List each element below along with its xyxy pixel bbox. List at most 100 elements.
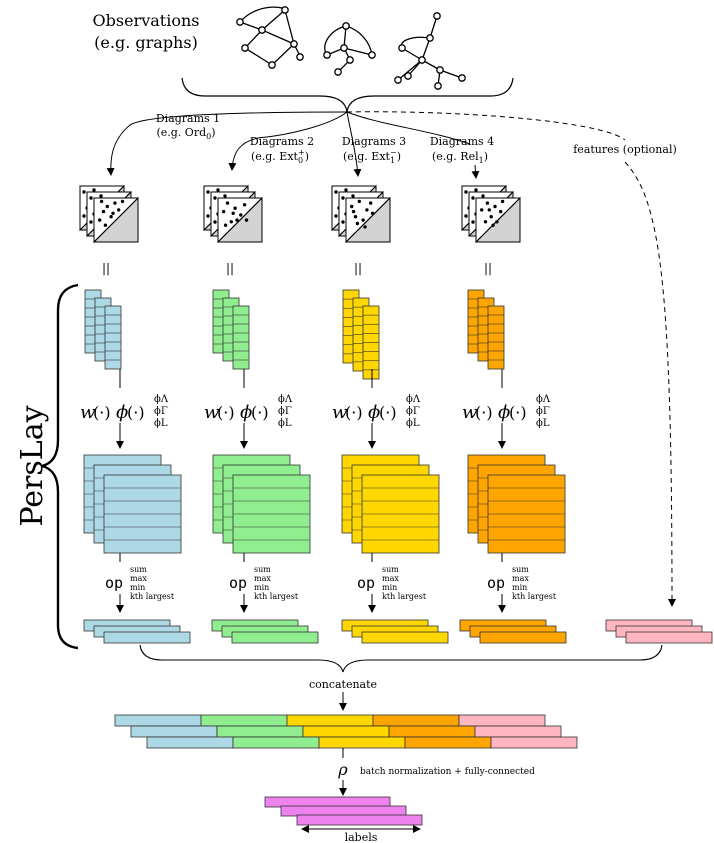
diagram-point [206, 214, 210, 218]
concatenated-stack [114, 714, 578, 749]
concatenate-brace [139, 644, 663, 673]
diagram-point [464, 190, 468, 194]
labels-output-stack [264, 796, 423, 826]
pooled-output-stack-1 [83, 619, 191, 644]
persistence-diagram-stack-2 [202, 184, 263, 243]
diagram-point [206, 190, 210, 194]
features-label: features (optional) [573, 143, 677, 156]
rho-label: batch normalization + fully-connected [360, 767, 535, 777]
diagram-point [355, 221, 360, 226]
pooled-output-stack-4 [459, 619, 567, 644]
phi-arg: (·) [509, 403, 527, 422]
label-output-bar [264, 796, 391, 808]
diagram-point [365, 208, 369, 212]
phi-option: ϕL [406, 418, 420, 429]
w-symbol: w [332, 402, 348, 423]
concat-segment-blue [114, 714, 202, 727]
concat-segment-pink [490, 736, 578, 749]
label-output-bar [296, 814, 423, 826]
phi-option: ϕΓ [536, 406, 550, 417]
diagram-point [213, 196, 217, 200]
w-symbol: w [80, 402, 96, 423]
concat-segment-pink [458, 714, 546, 727]
observations-line1: Observations [93, 11, 200, 30]
concat-segment-orange [388, 725, 476, 738]
op-option: kth largest [382, 592, 427, 601]
diagram-3-example: (e.g. Ext1−) [343, 148, 401, 165]
pooled-output-stack-3 [341, 619, 449, 644]
diagram-point [489, 215, 493, 219]
phi-option: ϕL [154, 418, 168, 429]
op-option: min [382, 583, 397, 592]
phi-option: ϕL [278, 418, 292, 429]
w-arg: (·) [345, 403, 363, 422]
phi-symbol: ϕ [368, 402, 380, 423]
concat-segment-orange [404, 736, 492, 749]
diagram-point [89, 220, 93, 224]
diagram-point [222, 209, 226, 214]
diagram-point [239, 213, 243, 217]
diagram-4-example: (e.g. Rel1) [432, 150, 488, 165]
op-label: op [487, 574, 505, 592]
diagram-label-2: Diagrams 2 (e.g. Ext0+) [250, 135, 314, 165]
point-vector-stack-1 [84, 289, 122, 370]
w-arg: (·) [93, 403, 111, 422]
phi-option: ϕΛ [278, 394, 293, 405]
diagram-1-name: Diagrams 1 [156, 112, 220, 125]
diagram-point [480, 208, 484, 212]
diagram-point [464, 214, 468, 218]
concat-segment-pink [474, 725, 562, 738]
diagram-point [105, 204, 110, 209]
diagram-point [487, 208, 491, 212]
op-option: max [382, 574, 399, 583]
diagram-point [334, 190, 338, 194]
op-option: min [254, 583, 269, 592]
diagram-point [495, 220, 499, 224]
point-vector-stack-2 [212, 289, 250, 370]
concatenate-label: concatenate [309, 678, 377, 691]
observations-title: Observations (e.g. graphs) [93, 11, 200, 52]
diagram-point [229, 220, 233, 224]
pooled-output-bar [231, 631, 319, 644]
diagram-point [483, 220, 488, 224]
op-label: op [105, 574, 123, 592]
diagram-point [500, 199, 505, 204]
perslay-brace [41, 283, 79, 650]
diagram-point [82, 214, 86, 218]
diagram-3-name: Diagrams 3 [342, 135, 406, 148]
diagram-point [481, 194, 485, 198]
observations-line2: (e.g. graphs) [94, 33, 198, 52]
diagram-2-name: Diagrams 2 [250, 135, 314, 148]
diagram-point [223, 194, 227, 198]
phi-arg: (·) [251, 403, 269, 422]
pooled-output-bar [361, 631, 449, 644]
persistence-diagram-stack-4 [460, 184, 521, 243]
diagram-point [369, 201, 373, 205]
phi-arg: (·) [127, 403, 145, 422]
diagram-label-4: Diagrams 4 (e.g. Rel1) [430, 135, 494, 165]
op-label: op [229, 574, 247, 592]
diagram-point [111, 211, 115, 215]
graph-1-icon [236, 6, 304, 69]
op-option: max [512, 574, 529, 583]
diagram-point [471, 220, 475, 224]
diagram-point [213, 220, 217, 224]
diagram-2-example: (e.g. Ext0+) [251, 148, 309, 165]
diagram-point [361, 218, 365, 222]
diagram-point [117, 208, 121, 212]
diagram-point [99, 194, 103, 198]
op-option: sum [130, 565, 147, 574]
diagram-point [109, 215, 113, 219]
vector-strip [104, 305, 122, 370]
embedding-stack-2 [212, 454, 311, 554]
diagram-label-1: Diagrams 1 (e.g. Ord0) [156, 112, 220, 141]
phi-option: ϕΓ [278, 406, 292, 417]
concat-segment-blue [146, 736, 234, 749]
